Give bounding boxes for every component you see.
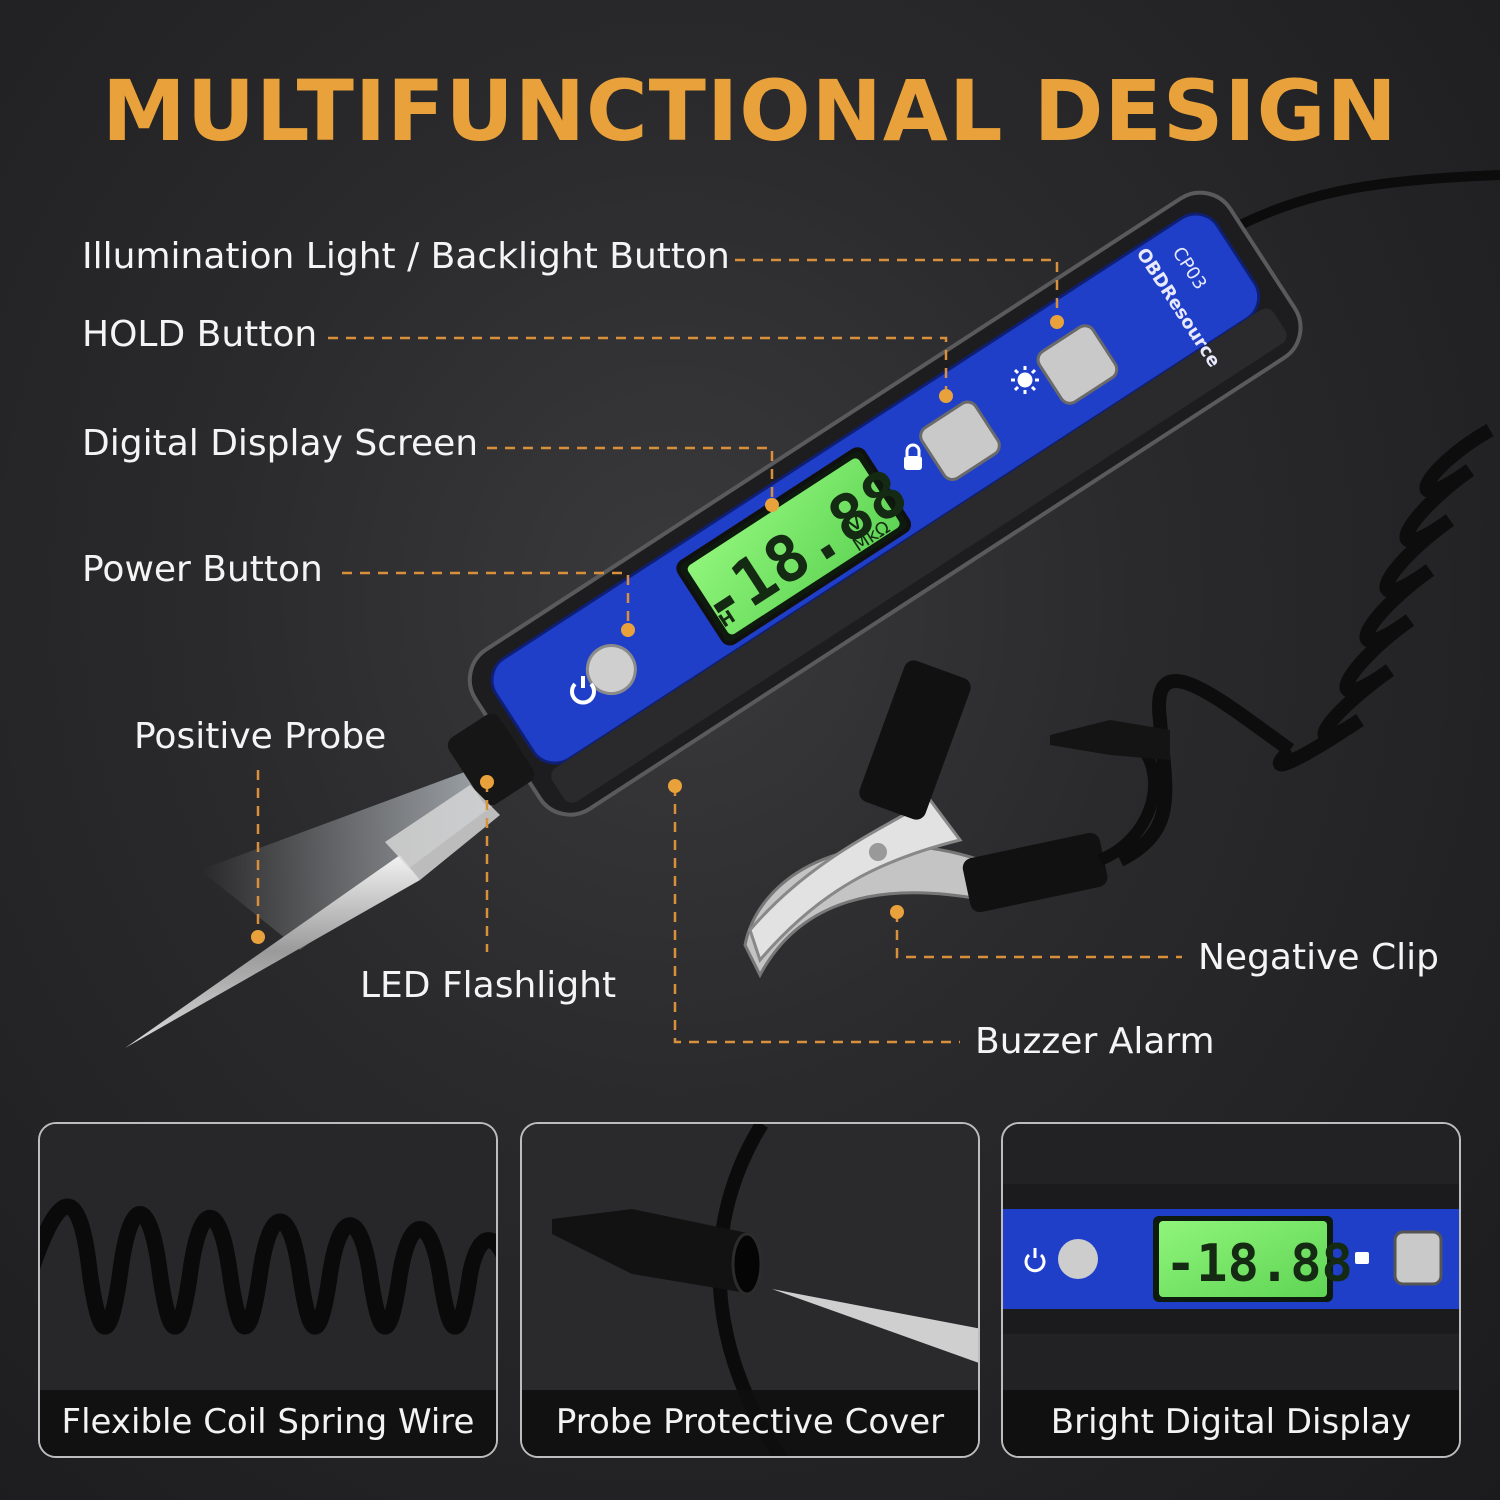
page-title: MULTIFUNCTIONAL DESIGN [102, 62, 1398, 160]
coil-wire [1116, 423, 1494, 867]
callout-positive-probe: Positive Probe [134, 716, 387, 757]
panel-caption-display: Bright Digital Display [1003, 1390, 1459, 1456]
feature-panel-coil: Flexible Coil Spring Wire [38, 1122, 498, 1458]
cable [1227, 170, 1500, 235]
callout-led-flashlight: LED Flashlight [360, 965, 617, 1006]
panel-caption-cover: Probe Protective Cover [522, 1390, 978, 1456]
tester-body [447, 190, 1303, 817]
light-icon [1011, 366, 1039, 394]
probe-needle [125, 785, 500, 1048]
svg-text:-18.88: -18.88 [1165, 1234, 1353, 1294]
lock-icon [904, 443, 922, 470]
callout-negative-clip: Negative Clip [1198, 937, 1439, 978]
power-icon [570, 676, 596, 705]
negative-clip [743, 660, 1170, 979]
leader-dots [251, 315, 1064, 944]
feature-panel-display: -18.88 Bright Digital Display [1001, 1122, 1461, 1458]
callout-illumination-button: Illumination Light / Backlight Button [82, 236, 730, 277]
leader-lines [256, 258, 1182, 1044]
callout-buzzer-alarm: Buzzer Alarm [975, 1021, 1215, 1062]
callout-power-button: Power Button [82, 549, 323, 590]
callout-hold-button: HOLD Button [82, 314, 318, 355]
product-illustration: -18.88 V MkΩ H OBDResource CP03 [125, 170, 1500, 1048]
callout-display-screen: Digital Display Screen [82, 423, 479, 464]
led-beam [200, 770, 500, 950]
panel-caption-coil: Flexible Coil Spring Wire [40, 1390, 496, 1456]
feature-panel-cover: Probe Protective Cover [520, 1122, 980, 1458]
